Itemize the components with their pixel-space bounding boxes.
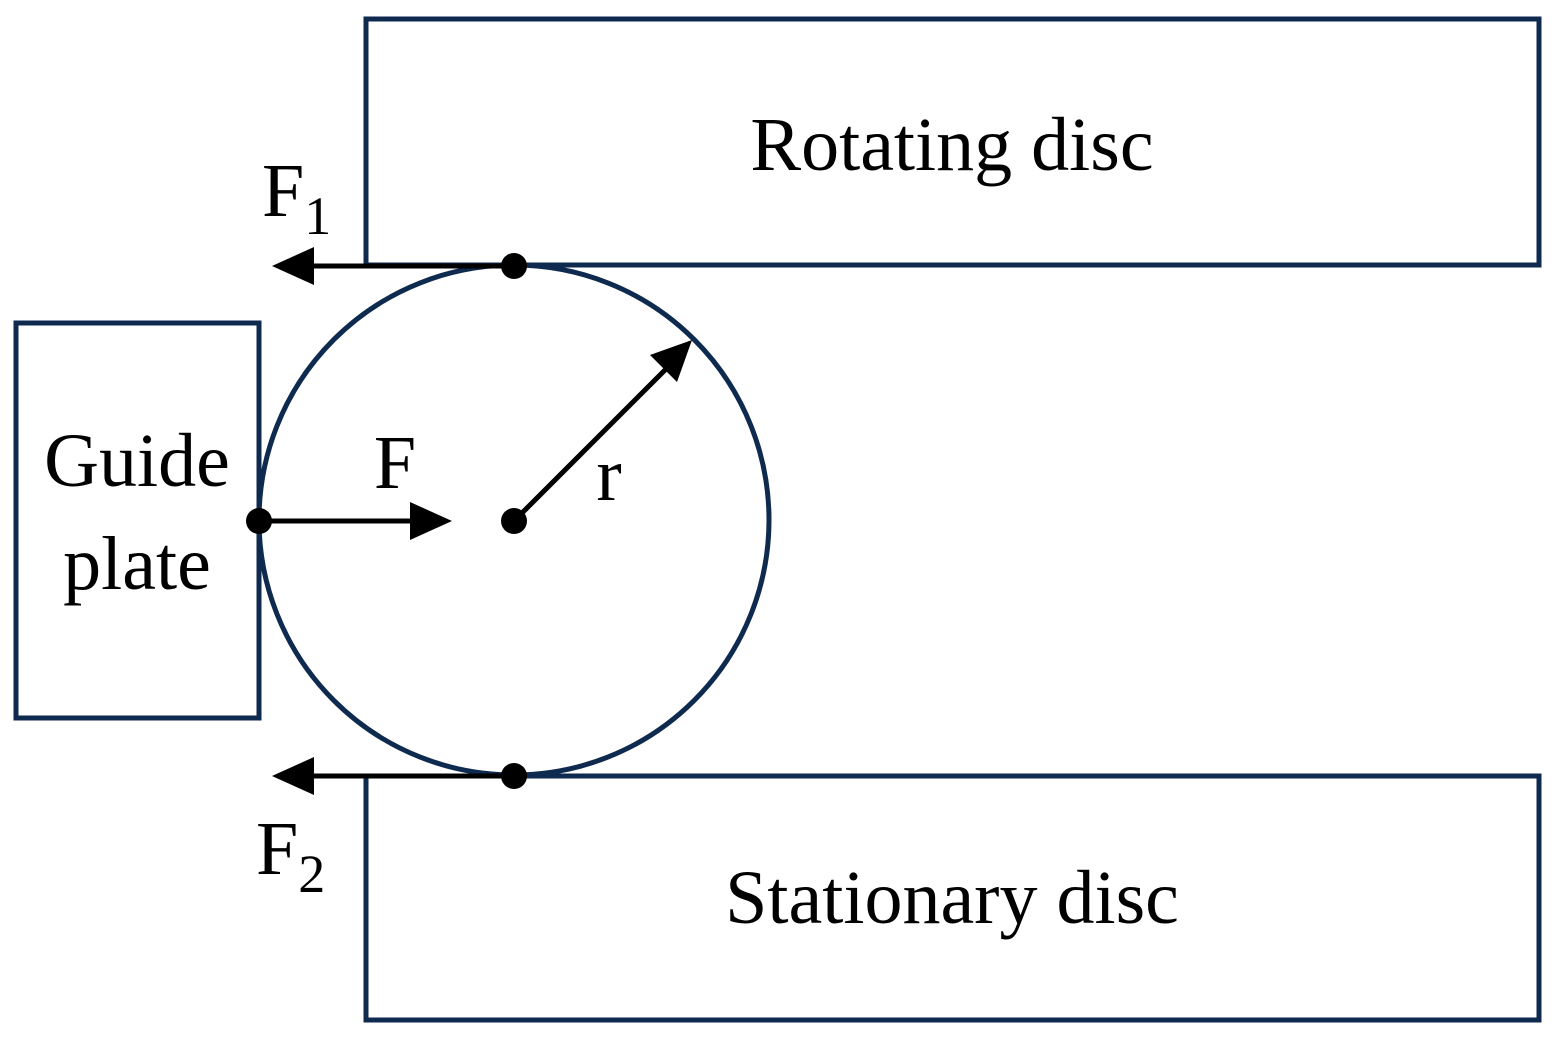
rotating-disc-label: Rotating disc <box>750 103 1153 187</box>
force-f-arrow <box>259 502 452 540</box>
guide-plate-box <box>13 320 262 721</box>
force-f2-main: F <box>256 807 298 891</box>
force-f1-arrow <box>272 247 514 285</box>
force-f-label: F <box>374 421 416 505</box>
radius-label: r <box>596 433 621 517</box>
force-f2-arrow <box>272 757 514 795</box>
stationary-disc-label: Stationary disc <box>725 856 1179 940</box>
rotating-disc-box <box>363 16 1542 268</box>
force-f1-main: F <box>262 149 304 233</box>
guide-plate-label-line2: plate <box>63 522 211 606</box>
force-f1-label: F1 <box>262 149 331 246</box>
guide-plate-label-line1: Guide <box>44 419 230 503</box>
force-f1-subscript: 1 <box>304 186 331 246</box>
radius-arrow <box>512 340 692 523</box>
force-f2-label: F2 <box>256 807 325 904</box>
stationary-disc-box <box>363 773 1542 1023</box>
force-f2-subscript: 2 <box>298 844 325 904</box>
